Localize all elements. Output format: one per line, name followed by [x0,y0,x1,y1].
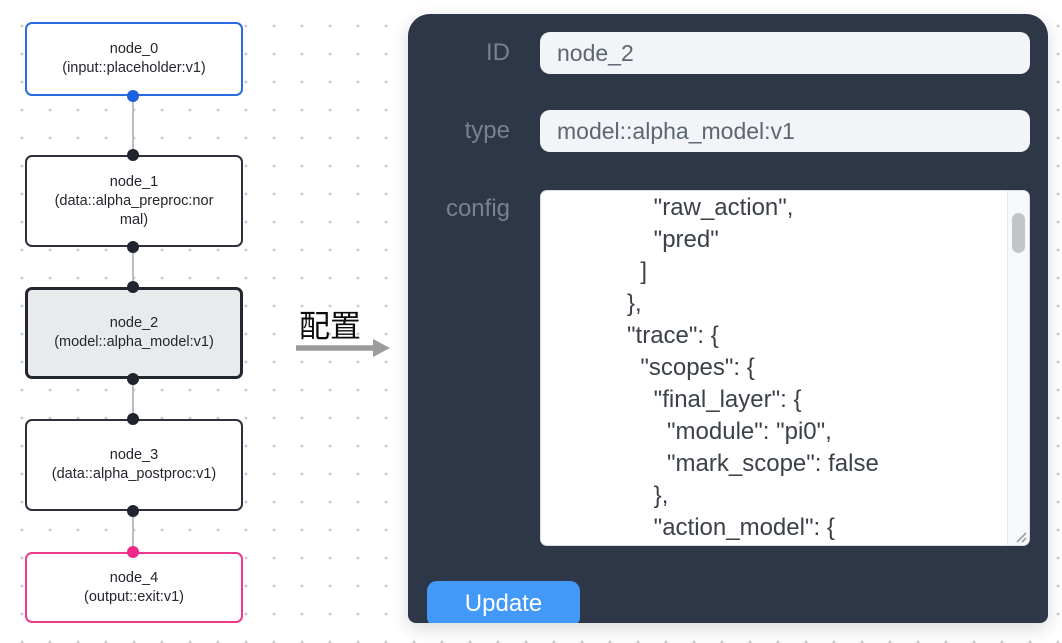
node-subtitle: (model::alpha_model:v1) [54,334,214,350]
node-subtitle: (data::alpha_postproc:v1) [51,466,217,482]
config-scrollbar-thumb[interactable] [1012,213,1025,253]
config-textarea[interactable]: "raw_action", "pred" ] }, "trace": { "sc… [540,190,1030,546]
port-node2-top[interactable] [127,281,139,293]
edge-node1-node2[interactable] [132,247,134,287]
resize-grip-icon[interactable] [1013,529,1027,543]
edge-node3-node4[interactable] [132,511,134,552]
edge-node0-node1[interactable] [132,96,134,155]
node-title: node_3 [109,447,159,463]
node-node_4[interactable]: node_4 (output::exit:v1) [25,552,243,623]
node-title: node_4 [109,569,159,586]
port-node3-bottom[interactable] [127,505,139,517]
port-node3-top[interactable] [127,413,139,425]
node-node_2-selected[interactable]: node_2 (model::alpha_model:v1) [25,287,243,379]
config-scrollbar-track[interactable] [1007,191,1029,545]
port-node2-bottom[interactable] [127,373,139,385]
config-field-label: config [445,195,510,222]
node-subtitle: (input::placeholder:v1) [62,60,206,76]
config-panel: ID type config "raw_action", "pred" ] },… [408,14,1048,623]
node-title: node_1 [109,173,159,190]
node-node_1[interactable]: node_1 (data::alpha_preproc:normal) [25,155,243,247]
node-node_3[interactable]: node_3 (data::alpha_postproc:v1) [25,419,243,511]
id-field-label: ID [486,39,510,66]
transfer-arrow-icon [296,339,390,357]
transfer-label: 配置 [299,309,361,344]
port-node1-top[interactable] [127,149,139,161]
id-input[interactable] [540,32,1030,74]
type-input[interactable] [540,110,1030,152]
port-node0-bottom[interactable] [127,90,139,102]
config-json-text: "raw_action", "pred" ] }, "trace": { "sc… [627,194,879,541]
node-title: node_2 [109,315,159,331]
node-subtitle: (output::exit:v1) [84,588,184,605]
type-field-label: type [464,117,510,144]
node-subtitle: (data::alpha_preproc:normal) [54,192,214,228]
port-node4-top[interactable] [127,546,139,558]
edge-node2-node3[interactable] [132,379,134,419]
update-button[interactable]: Update [427,581,580,623]
node-title: node_0 [109,41,159,57]
node-node_0[interactable]: node_0 (input::placeholder:v1) [25,22,243,96]
port-node1-bottom[interactable] [127,241,139,253]
